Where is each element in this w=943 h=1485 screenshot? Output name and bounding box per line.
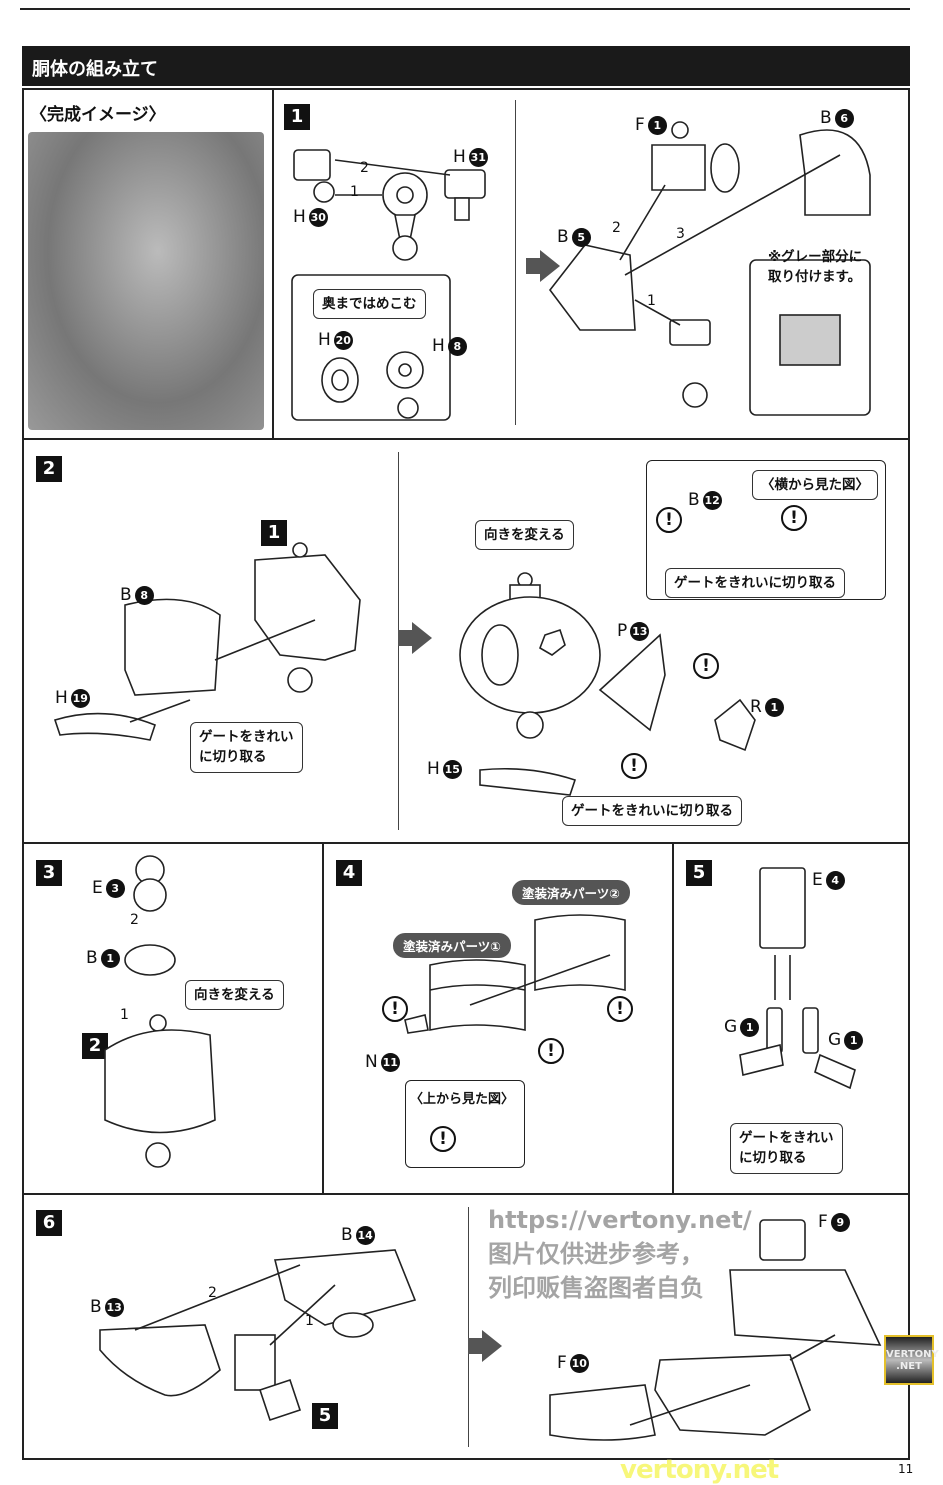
painted-part-2-badge: 塗装済みパーツ② [512,880,630,905]
step-ref: 1 [261,520,287,546]
callout-gate-cut: ゲートをきれい に切り取る [730,1123,843,1174]
step-number: 2 [36,456,62,482]
order-marker: 2 [130,912,139,928]
callout-turn: 向きを変える [185,980,284,1011]
callout-turn: 向きを変える [475,520,574,551]
order-marker: 2 [612,220,621,236]
next-arrow [398,622,432,654]
order-marker: 2 [360,160,369,176]
callout-press-fully: 奥まではめこむ [313,289,426,320]
section-header: 胴体の組み立て [22,46,910,86]
step-number: 3 [36,860,62,886]
watermark-text: 列印贩售盗图者自负 [488,1274,704,1302]
next-arrow [526,250,560,282]
order-marker: 2 [208,1285,217,1301]
step-number: 1 [284,104,310,130]
side-view-label: 〈横から見た図〉 [752,470,878,501]
painted-part-1-badge: 塗装済みパーツ① [393,933,511,958]
order-marker: 3 [676,226,685,242]
step6-left-diagram [99,1249,417,1422]
order-marker: 1 [120,1007,129,1023]
step5-diagram [739,867,856,1090]
next-arrow [468,1330,502,1362]
step2-right-diagram [459,572,756,796]
step-ref: 5 [312,1403,338,1429]
step1-parts-diagram [291,149,486,421]
step-ref: 2 [82,1033,108,1059]
callout-gate-cut: ゲートをきれい に切り取る [190,722,303,773]
warning-icon: ! [430,1126,456,1152]
completed-figure-photo [28,132,264,430]
page-number: 11 [898,1462,914,1476]
order-marker: 1 [305,1313,314,1329]
top-view-label: 〈上から見た図〉 [410,1092,515,1107]
note-grey-parts: ※グレー部分に 取り付けます。 [768,249,863,286]
step-number: 6 [36,1210,62,1236]
warning-icon: ! [656,507,682,533]
watermark-url: https://vertony.net/ [488,1206,752,1234]
vertony-logo: VERTONY .NET [884,1335,939,1385]
warning-icon: ! [781,505,807,531]
step3-diagram [104,855,216,1168]
step1-body-diagram [548,121,871,416]
step-number: 4 [336,860,362,886]
warning-icon: ! [621,753,647,779]
warning-icon: ! [607,996,633,1022]
warning-icon: ! [382,996,408,1022]
callout-gate-cut-bottom: ゲートをきれいに切り取る [562,796,742,827]
warning-icon: ! [693,653,719,679]
watermark-site: vertony.net [620,1455,779,1485]
step-number: 5 [686,860,712,886]
step6-right-diagram [549,1219,882,1441]
order-marker: 1 [350,184,359,200]
order-marker: 1 [647,293,656,309]
warning-icon: ! [538,1038,564,1064]
callout-gate-cut-top: ゲートをきれいに切り取る [665,568,845,599]
top-rule [20,8,910,10]
step2-left-diagram [53,542,361,741]
complete-image-title: 〈完成イメージ〉 [30,105,166,125]
step4-diagram [404,914,626,1034]
step-3-panel [22,842,324,1195]
watermark-text: 图片仅供进步参考， [488,1240,704,1268]
top-view-box [405,1080,525,1168]
